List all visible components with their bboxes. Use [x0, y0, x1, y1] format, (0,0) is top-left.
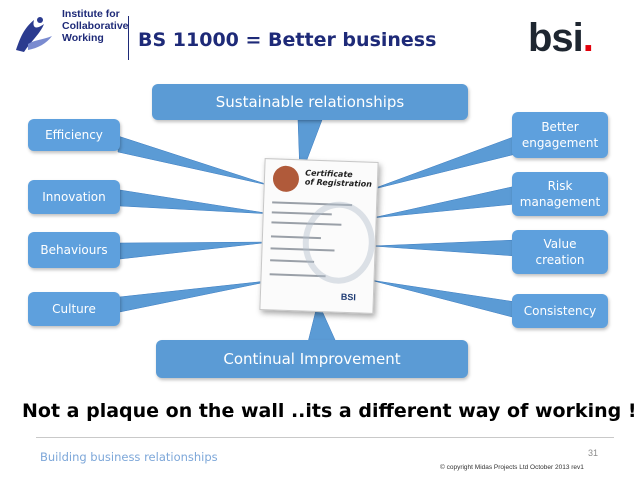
callout-continual-improvement: Continual Improvement — [156, 340, 468, 378]
certificate-image: Certificate of Registration BSI — [259, 158, 379, 314]
copyright-notice: © copyright Midas Projects Ltd October 2… — [440, 464, 584, 471]
callout-behaviours: Behaviours — [28, 232, 120, 268]
pointer-left-1 — [117, 135, 273, 187]
certificate-bsi-mark: BSI — [340, 291, 357, 303]
certificate-seal-icon — [272, 165, 300, 193]
pointer-right-2 — [371, 185, 517, 219]
footer-title: Building business relationships — [40, 450, 218, 464]
callout-sustainable-relationships: Sustainable relationships — [152, 84, 468, 120]
callout-line: engagement — [521, 136, 599, 150]
page-number: 31 — [588, 448, 599, 458]
pointer-right-3 — [371, 239, 517, 257]
institute-bird-logo-icon — [16, 17, 52, 52]
certificate-title: Certificate of Registration — [305, 168, 373, 188]
callout-line: creation — [535, 253, 585, 267]
bsi-logo-text: bsi — [528, 16, 584, 60]
institute-logo-line: Institute for — [62, 8, 120, 20]
callout-line: management — [519, 195, 601, 209]
callout-line: Value — [543, 237, 577, 251]
callout-culture: Culture — [28, 292, 120, 326]
pointer-right-1 — [369, 135, 517, 191]
slide-title: BS 11000 = Better business — [138, 29, 437, 51]
footer-divider — [36, 437, 614, 438]
institute-logo-text: Institute for Collaborative Working — [62, 8, 132, 44]
certificate-title-line: of Registration — [304, 177, 373, 189]
callout-line: Better — [541, 120, 579, 134]
callout-line: Risk — [547, 179, 573, 193]
bsi-logo-dot: . — [582, 16, 594, 60]
callout-efficiency: Efficiency — [28, 119, 120, 151]
bsi-logo: bsi. — [528, 16, 594, 60]
pointer-left-3 — [119, 241, 273, 260]
institute-logo-line: Working — [62, 32, 104, 44]
callout-better-engagement: Better engagement — [512, 112, 608, 158]
pointer-left-2 — [119, 189, 273, 215]
institute-logo-line: Collaborative — [62, 20, 129, 32]
callout-consistency: Consistency — [512, 294, 608, 328]
certificate-watermark-icon — [301, 200, 377, 285]
header-divider — [128, 16, 129, 60]
pointer-right-4 — [369, 279, 517, 319]
pointer-left-4 — [109, 279, 277, 315]
callout-risk-management: Risk management — [512, 172, 608, 216]
callout-innovation: Innovation — [28, 180, 120, 214]
tagline: Not a plaque on the wall ..its a differe… — [22, 400, 637, 422]
callout-value-creation: Value creation — [512, 230, 608, 274]
